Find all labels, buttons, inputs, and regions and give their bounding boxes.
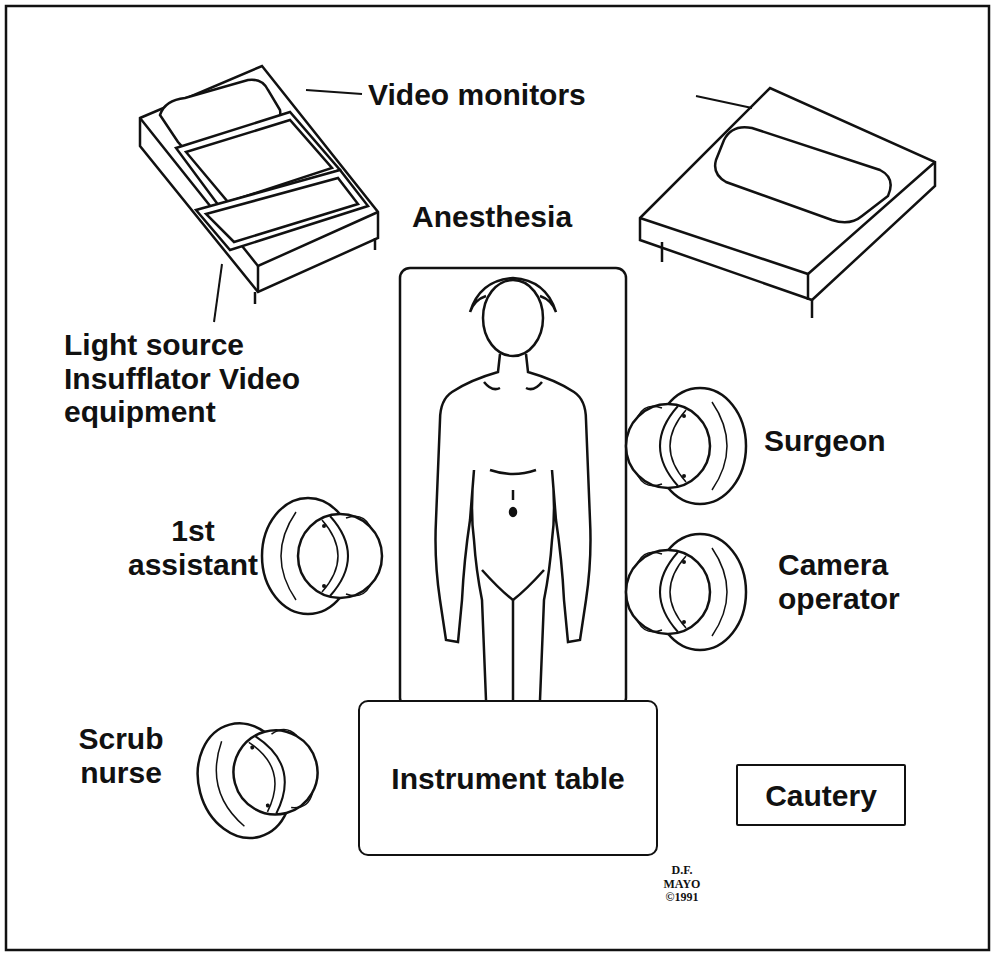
box-label: Instrument table (391, 762, 624, 795)
video-monitor (140, 66, 378, 304)
part-label: Scrub nurse (56, 722, 186, 789)
part-label: Surgeon (764, 424, 886, 458)
part-label: Video monitors (368, 78, 586, 112)
part-label: 1st assistant (128, 514, 258, 581)
camera-operator-figure (626, 534, 746, 650)
instrument-table: Instrument table (358, 700, 658, 856)
part-label: Light source Insufflator Video equipment (64, 328, 398, 429)
assistant-figure (262, 498, 382, 614)
video-monitor (640, 88, 935, 318)
operating-table (400, 268, 626, 708)
part-label: Camera operator (778, 548, 958, 615)
signature: MAYO (655, 878, 709, 891)
scrub-nurse-figure (185, 705, 331, 848)
signature: D.F. (655, 864, 709, 877)
equipment-box: Cautery (736, 764, 906, 826)
frame (6, 6, 989, 950)
surgeon-figure (626, 388, 746, 504)
patient-figure (436, 278, 591, 700)
signature: ©1991 (655, 891, 709, 904)
box-label: Cautery (765, 779, 877, 812)
part-label: Anesthesia (412, 200, 572, 234)
